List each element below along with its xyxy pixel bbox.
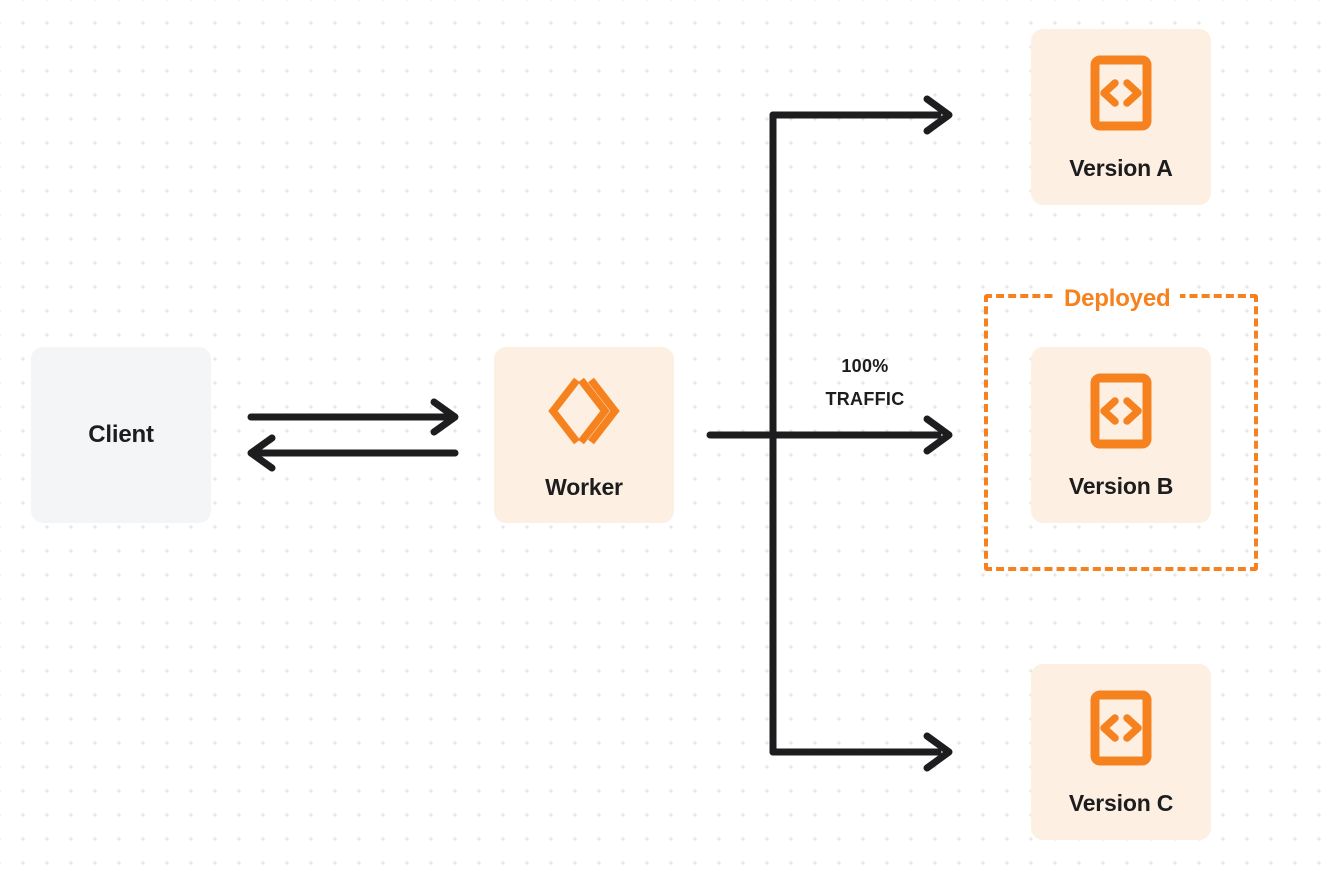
node-client[interactable]: Client [31, 347, 211, 523]
code-brackets-document-icon [1090, 55, 1152, 131]
cloudflare-workers-logo-icon [545, 372, 623, 450]
code-brackets-document-icon [1090, 373, 1152, 449]
node-worker[interactable]: Worker [494, 347, 674, 523]
edge-worker-to-version-a [769, 95, 953, 135]
node-version-a-label: Version A [1069, 154, 1173, 181]
node-version-b-label: Version B [1068, 472, 1174, 499]
edge-worker-to-version-b [706, 415, 953, 455]
node-version-c-label: Version C [1068, 789, 1174, 816]
node-version-c[interactable]: Version C [1031, 664, 1211, 840]
traffic-unit: TRAFFIC [825, 389, 905, 409]
node-version-b[interactable]: Version B [1031, 347, 1211, 523]
edge-worker-to-client [247, 434, 459, 472]
code-brackets-document-icon [1090, 690, 1152, 766]
node-client-label: Client [88, 421, 154, 448]
deployed-group-label: Deployed [1054, 285, 1181, 313]
node-worker-label: Worker [545, 473, 623, 500]
edge-client-to-worker [247, 398, 459, 436]
node-version-a[interactable]: Version A [1031, 29, 1211, 205]
traffic-label: 100% TRAFFIC [790, 350, 940, 416]
traffic-percent: 100% [841, 356, 889, 376]
edge-worker-to-version-c [769, 732, 953, 772]
